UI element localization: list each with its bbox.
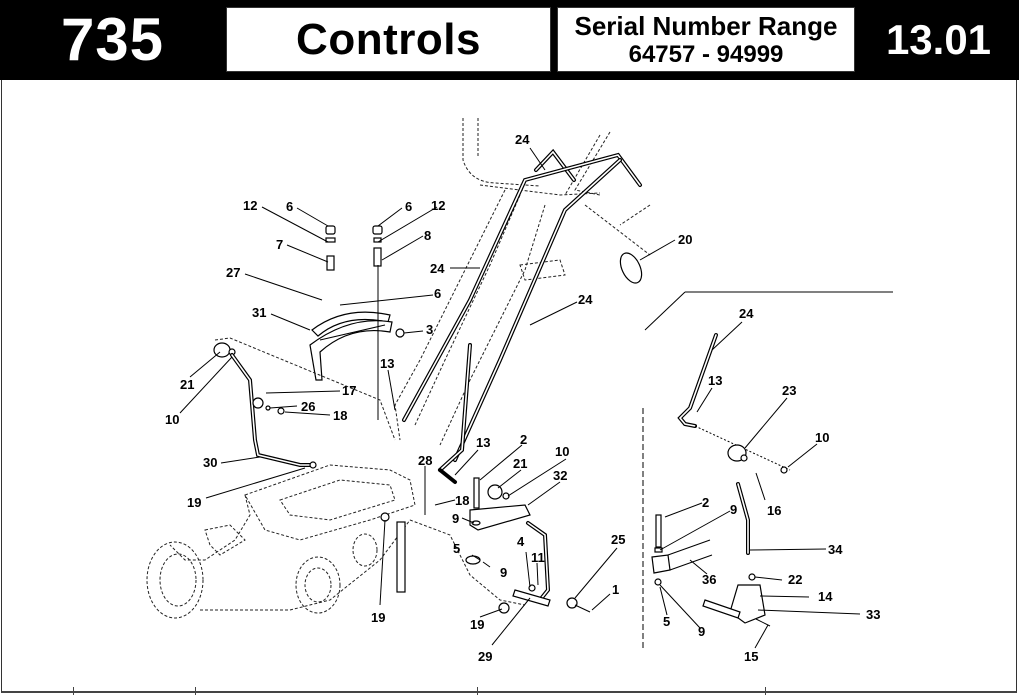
page-header: 735 Controls Serial Number Range 64757 -… xyxy=(0,0,1019,80)
callout-11: 11 xyxy=(531,550,545,565)
section-title: Controls xyxy=(296,15,481,64)
callout-5: 5 xyxy=(663,614,670,629)
serial-number-box: Serial Number Range 64757 - 94999 xyxy=(557,7,855,72)
callout-30: 30 xyxy=(203,455,217,470)
callout-16: 16 xyxy=(767,503,781,518)
callout-9: 9 xyxy=(500,565,507,580)
left-control-lever xyxy=(213,337,396,469)
callout-21: 21 xyxy=(180,377,194,392)
callout-17: 17 xyxy=(342,383,356,398)
callout-34: 34 xyxy=(828,542,843,557)
callout-33: 33 xyxy=(866,607,880,622)
callout-2: 2 xyxy=(520,432,527,447)
transmission-housing xyxy=(146,464,526,619)
detail-inset xyxy=(642,291,893,650)
throttle-lever-upper xyxy=(402,148,643,462)
callout-20: 20 xyxy=(678,232,692,247)
lever-knob xyxy=(619,252,643,284)
callout-31: 31 xyxy=(252,305,266,320)
callout-19: 19 xyxy=(371,610,385,625)
callout-21: 21 xyxy=(513,456,527,471)
callout-6: 6 xyxy=(434,286,441,301)
callout-27: 27 xyxy=(226,265,240,280)
callout-12: 12 xyxy=(243,198,257,213)
callout-19: 19 xyxy=(470,617,484,632)
callout-24: 24 xyxy=(515,132,530,147)
callout-8: 8 xyxy=(424,228,431,243)
callout-7: 7 xyxy=(276,237,283,252)
callout-28: 28 xyxy=(418,453,432,468)
callout-18: 18 xyxy=(455,493,469,508)
callout-22: 22 xyxy=(788,572,802,587)
callout-24: 24 xyxy=(578,292,593,307)
callout-6: 6 xyxy=(405,199,412,214)
leader-lines xyxy=(179,147,861,649)
exploded-parts-diagram: 24 20 12 6 6 12 7 8 24 27 6 24 31 3 13 2… xyxy=(146,118,893,664)
callout-labels: 24 20 12 6 6 12 7 8 24 27 6 24 31 3 13 2… xyxy=(165,132,880,664)
callout-10: 10 xyxy=(555,444,569,459)
callout-36: 36 xyxy=(702,572,716,587)
callout-24: 24 xyxy=(430,261,445,276)
callout-12: 12 xyxy=(431,198,445,213)
callout-29: 29 xyxy=(478,649,492,664)
callout-13: 13 xyxy=(708,373,722,388)
title-box: Controls xyxy=(226,7,551,72)
callout-2: 2 xyxy=(702,495,709,510)
callout-10: 10 xyxy=(165,412,179,427)
foot-control-assembly xyxy=(438,343,591,614)
callout-3: 3 xyxy=(426,322,433,337)
callout-9: 9 xyxy=(730,502,737,517)
callout-10: 10 xyxy=(815,430,829,445)
callout-13: 13 xyxy=(380,356,394,371)
callout-6: 6 xyxy=(286,199,293,214)
serial-range-label: Serial Number Range xyxy=(574,11,838,41)
callout-4: 4 xyxy=(517,534,525,549)
callout-26: 26 xyxy=(301,399,315,414)
diagram-frame xyxy=(1,80,1017,693)
page-number: 13.01 xyxy=(885,16,992,63)
callout-15: 15 xyxy=(744,649,758,664)
callout-32: 32 xyxy=(553,468,567,483)
callout-1: 1 xyxy=(612,582,619,597)
model-number: 735 xyxy=(60,6,165,73)
serial-range-value: 64757 - 94999 xyxy=(628,41,784,68)
callout-18: 18 xyxy=(333,408,347,423)
callout-24: 24 xyxy=(739,306,754,321)
callout-13: 13 xyxy=(476,435,490,450)
callout-25: 25 xyxy=(611,532,625,547)
steering-pedestal xyxy=(394,118,651,446)
callout-23: 23 xyxy=(782,383,796,398)
callout-5: 5 xyxy=(453,541,460,556)
callout-9: 9 xyxy=(452,511,459,526)
callout-14: 14 xyxy=(818,589,833,604)
callout-19: 19 xyxy=(187,495,201,510)
callout-9: 9 xyxy=(698,624,705,639)
